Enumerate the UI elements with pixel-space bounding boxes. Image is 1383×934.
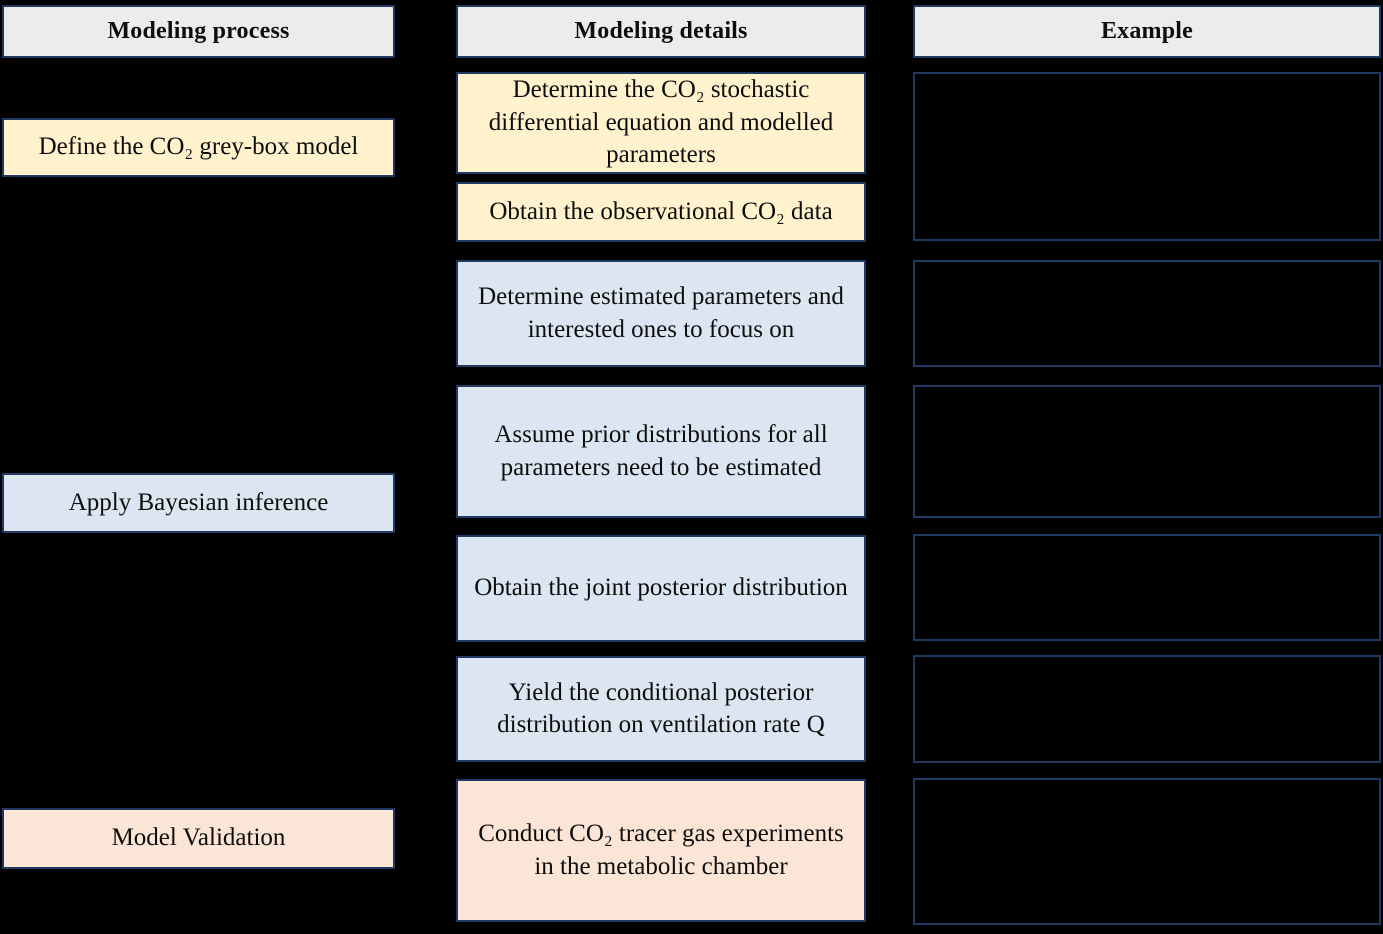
detail-box-assume-prior-distributions: Assume prior distributions for all param… <box>456 385 866 518</box>
example-placeholder-2 <box>913 260 1381 367</box>
example-placeholder-4 <box>913 534 1381 641</box>
detail-box-observational-co2-data-label: Obtain the observational CO₂ data <box>489 197 833 225</box>
column-header-modeling-details-label: Modeling details <box>574 18 748 44</box>
example-placeholder-1 <box>913 72 1381 241</box>
detail-box-conditional-posterior-ventilation-rate-label: Yield the conditional posterior distribu… <box>497 678 825 739</box>
process-box-model-validation-label: Model Validation <box>111 824 286 852</box>
column-header-modeling-details: Modeling details <box>456 5 866 58</box>
column-header-modeling-process: Modeling process <box>2 5 395 58</box>
detail-box-determine-estimated-parameters-label: Determine estimated parameters and inter… <box>478 283 844 343</box>
example-placeholder-3 <box>913 385 1381 518</box>
detail-box-joint-posterior-distribution-label: Obtain the joint posterior distribution <box>474 574 848 602</box>
detail-box-determine-estimated-parameters: Determine estimated parameters and inter… <box>456 260 866 367</box>
process-box-define-grey-box-model-label: Define the CO₂ grey-box model <box>38 133 359 161</box>
detail-box-assume-prior-distributions-label: Assume prior distributions for all param… <box>494 421 828 481</box>
process-box-model-validation: Model Validation <box>2 808 395 869</box>
detail-box-stochastic-differential-equation-label: Determine the CO₂ stochastic differentia… <box>488 76 834 169</box>
process-box-define-grey-box-model: Define the CO₂ grey-box model <box>2 118 395 177</box>
detail-box-stochastic-differential-equation: Determine the CO₂ stochastic differentia… <box>456 72 866 174</box>
column-header-modeling-process-label: Modeling process <box>107 18 290 44</box>
column-header-example-label: Example <box>1100 18 1194 44</box>
process-box-apply-bayesian-inference-label: Apply Bayesian inference <box>68 488 329 516</box>
detail-box-tracer-gas-experiments-label: Conduct CO₂ tracer gas experiments in th… <box>478 820 844 880</box>
process-box-apply-bayesian-inference: Apply Bayesian inference <box>2 473 395 533</box>
column-header-example: Example <box>913 5 1381 58</box>
example-placeholder-6 <box>913 778 1381 925</box>
detail-box-tracer-gas-experiments: Conduct CO₂ tracer gas experiments in th… <box>456 779 866 922</box>
example-placeholder-5 <box>913 655 1381 763</box>
detail-box-joint-posterior-distribution: Obtain the joint posterior distribution <box>456 535 866 642</box>
detail-box-conditional-posterior-ventilation-rate: Yield the conditional posterior distribu… <box>456 656 866 762</box>
detail-box-observational-co2-data: Obtain the observational CO₂ data <box>456 182 866 242</box>
